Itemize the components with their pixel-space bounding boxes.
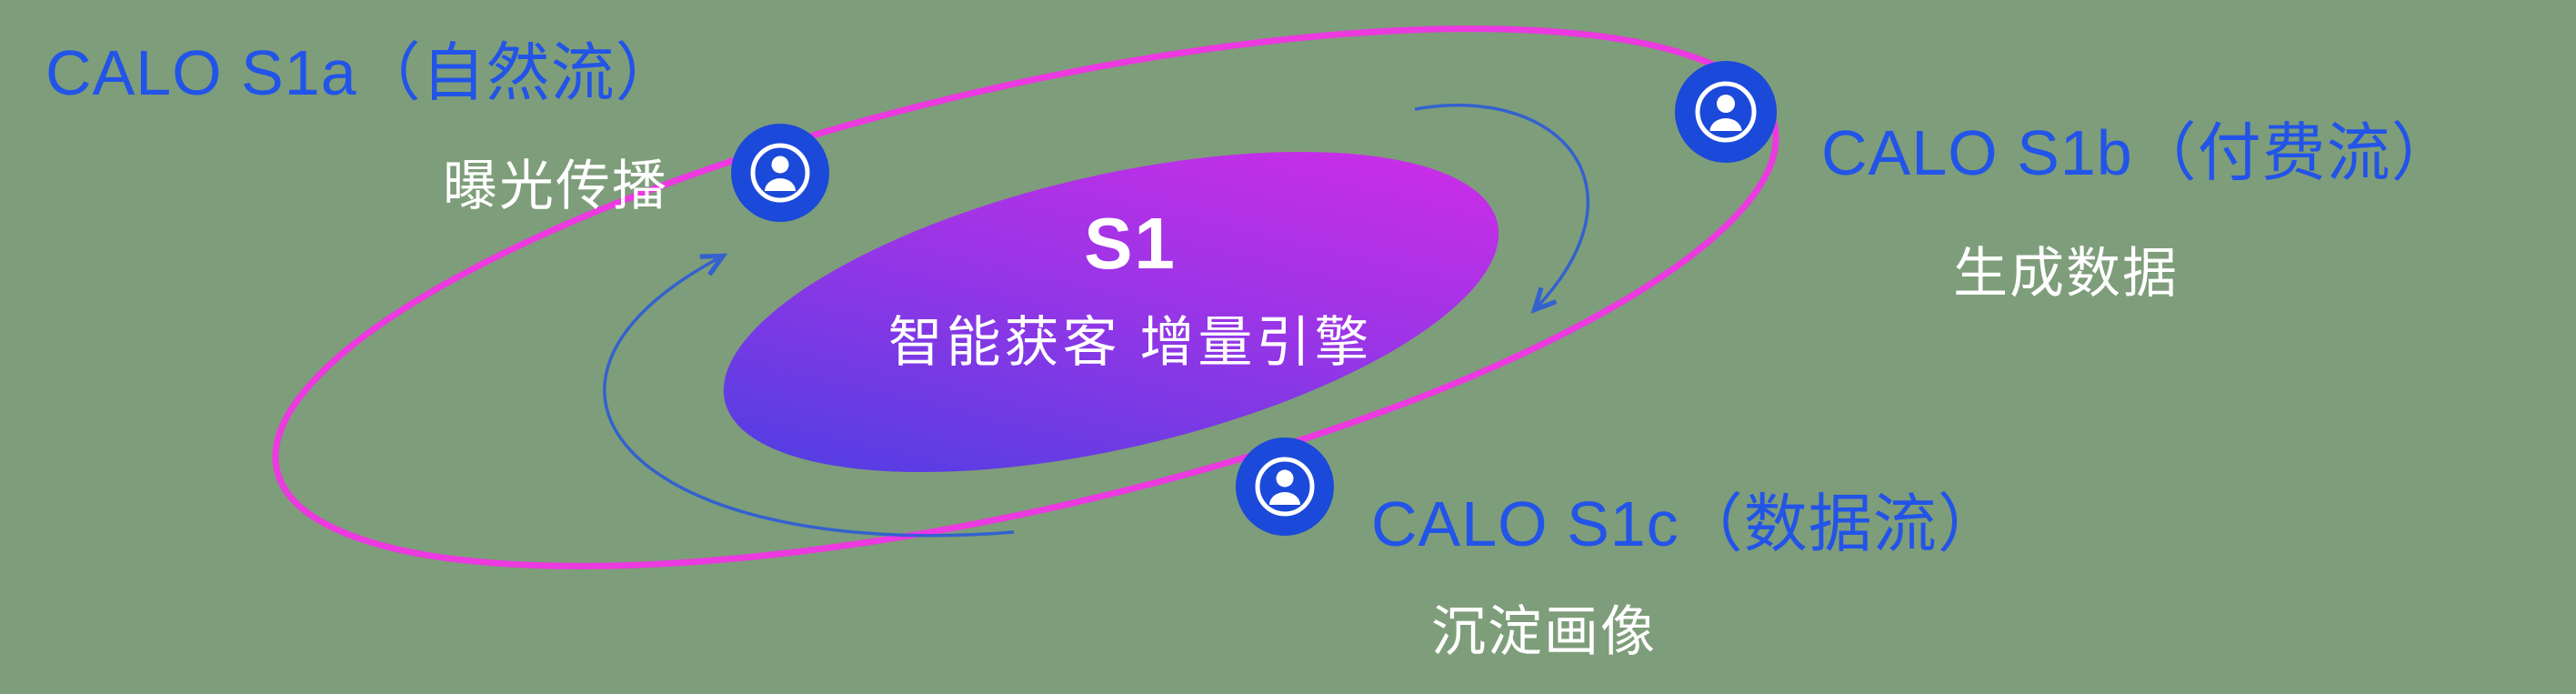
label-s1b-subtitle: 生成数据 bbox=[1953, 243, 2179, 304]
core-text-block: S1 智能获客 增量引擎 bbox=[888, 202, 1373, 377]
flow-arrow-right bbox=[1414, 104, 1590, 307]
node-s1b bbox=[1675, 61, 1777, 163]
user-icon bbox=[1695, 81, 1757, 143]
core-ellipse bbox=[723, 151, 1499, 473]
core-subtitle: 智能获客 增量引擎 bbox=[887, 312, 1373, 373]
user-icon bbox=[750, 143, 810, 203]
label-s1b-title: CALO S1b（付费流） bbox=[1821, 117, 2456, 188]
flow-arrow-left bbox=[603, 257, 1015, 538]
core-title: S1 bbox=[1084, 203, 1177, 284]
label-s1c-title: CALO S1c（数据流） bbox=[1371, 488, 2002, 559]
node-s1c bbox=[1236, 438, 1334, 536]
label-s1a-title: CALO S1a（自然流） bbox=[45, 37, 680, 108]
user-icon bbox=[1255, 457, 1315, 517]
label-s1a-subtitle: 曝光传播 bbox=[443, 156, 668, 216]
node-s1a bbox=[731, 124, 829, 222]
label-s1c-subtitle: 沉淀画像 bbox=[1431, 601, 1657, 662]
